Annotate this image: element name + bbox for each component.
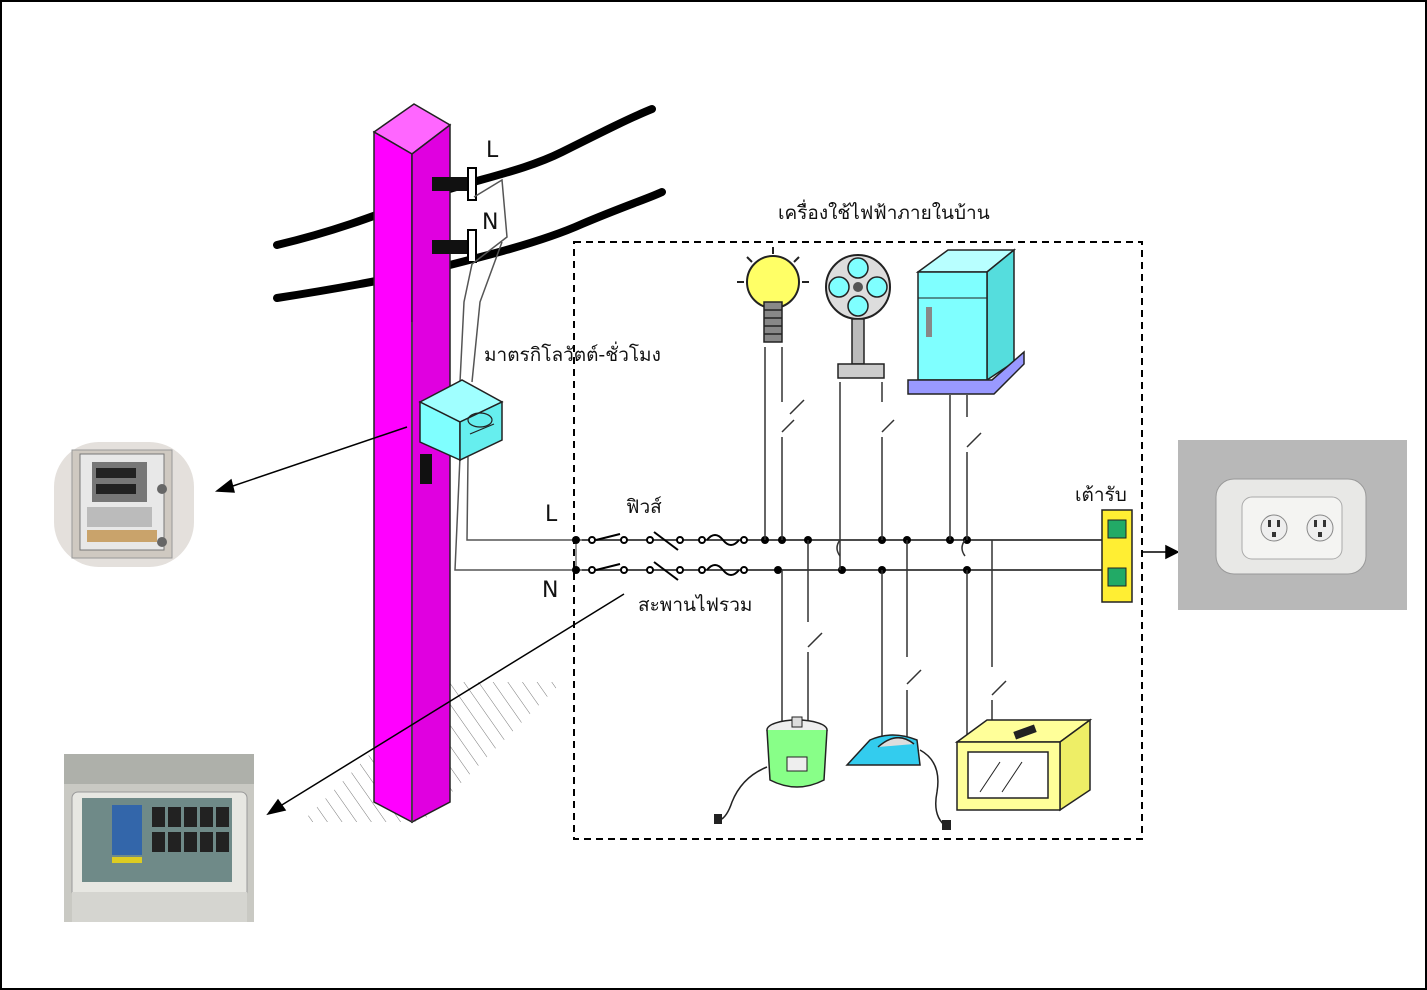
- branch-wires-bottom: [781, 539, 1007, 742]
- utility-pole: [372, 103, 477, 824]
- outlet-label: เต้ารับ: [1075, 484, 1127, 506]
- meter-label: มาตรกิโลวัตต์-ชั่วโมง: [484, 344, 661, 366]
- junction-dots: [572, 536, 971, 574]
- pointer-arrows: [214, 426, 1180, 816]
- panel-label: สะพานไฟรวม: [638, 594, 753, 616]
- refrigerator-icon: [907, 248, 1025, 395]
- main-switch-and-fuse: [588, 531, 748, 581]
- overhead-lines: [273, 105, 666, 302]
- service-drop-wires: [454, 178, 582, 571]
- appliances-title: เครื่องใช้ไฟฟ้าภายในบ้าน: [778, 202, 990, 224]
- toaster-oven-icon: [954, 718, 1093, 812]
- outlet-symbol: [1101, 509, 1133, 603]
- rice-cooker-icon: [714, 716, 828, 824]
- fuse-label: ฟิวส์: [626, 496, 662, 518]
- kwh-meter-photo-icon: [54, 442, 194, 567]
- branch-wires-top: [764, 347, 982, 570]
- consumer-unit-photo-icon: [64, 754, 254, 922]
- iron-icon: [845, 734, 951, 830]
- pole-line-n-label: N: [482, 210, 499, 235]
- house-line-n-label: N: [542, 578, 559, 603]
- kwh-meter-box: [418, 379, 504, 484]
- house-line-l-label: L: [545, 502, 558, 527]
- wall-socket-photo-icon: [1178, 440, 1407, 610]
- fan-icon: [825, 254, 891, 379]
- pole-line-l-label: L: [486, 138, 499, 163]
- light-bulb-icon: [737, 247, 809, 343]
